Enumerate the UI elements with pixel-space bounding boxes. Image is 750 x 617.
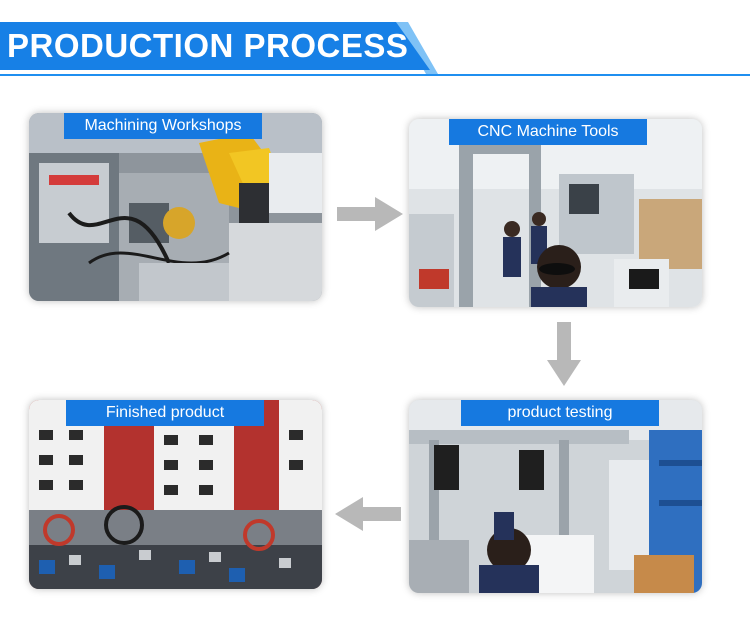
product-testing-photo — [409, 400, 702, 593]
step-label: Machining Workshops — [64, 113, 262, 139]
header-rule — [0, 74, 750, 76]
step-label: product testing — [461, 400, 659, 426]
step-card-machining-workshops: Machining Workshops — [29, 113, 322, 301]
cnc-machine-tools-photo — [409, 119, 702, 307]
arrow-left-icon — [335, 497, 401, 531]
step-card-product-testing: product testing — [409, 400, 702, 593]
arrow-right-icon — [337, 197, 403, 231]
step-label: Finished product — [66, 400, 264, 426]
step-label: CNC Machine Tools — [449, 119, 647, 145]
header-banner: PRODUCTION PROCESS — [0, 22, 750, 78]
step-card-cnc-machine-tools: CNC Machine Tools — [409, 119, 702, 307]
arrow-down-icon — [547, 322, 581, 386]
step-card-finished-product: Finished product — [29, 400, 322, 589]
finished-product-photo — [29, 400, 322, 589]
page-title: PRODUCTION PROCESS — [0, 22, 430, 70]
machining-workshop-photo — [29, 113, 322, 301]
